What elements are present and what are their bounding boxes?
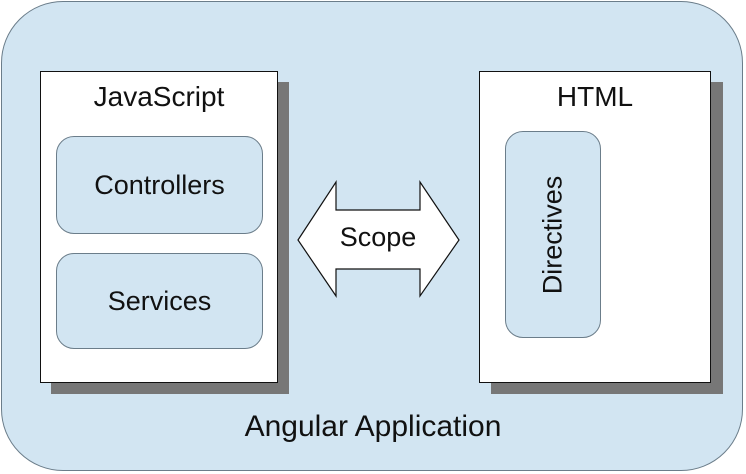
angular-application-label: Angular Application: [244, 410, 502, 443]
services-box: Services: [56, 253, 263, 349]
directives-label: Directives: [537, 175, 568, 294]
scope-label: Scope: [339, 222, 417, 252]
controllers-box: Controllers: [56, 136, 263, 234]
directives-box: Directives: [505, 131, 601, 338]
scope-double-arrow: [297, 180, 460, 298]
javascript-panel-title: JavaScript: [93, 81, 225, 112]
html-panel: HTML Directives: [479, 71, 711, 383]
html-panel-title: HTML: [556, 81, 634, 112]
javascript-panel: JavaScript Controllers Services: [40, 71, 278, 383]
